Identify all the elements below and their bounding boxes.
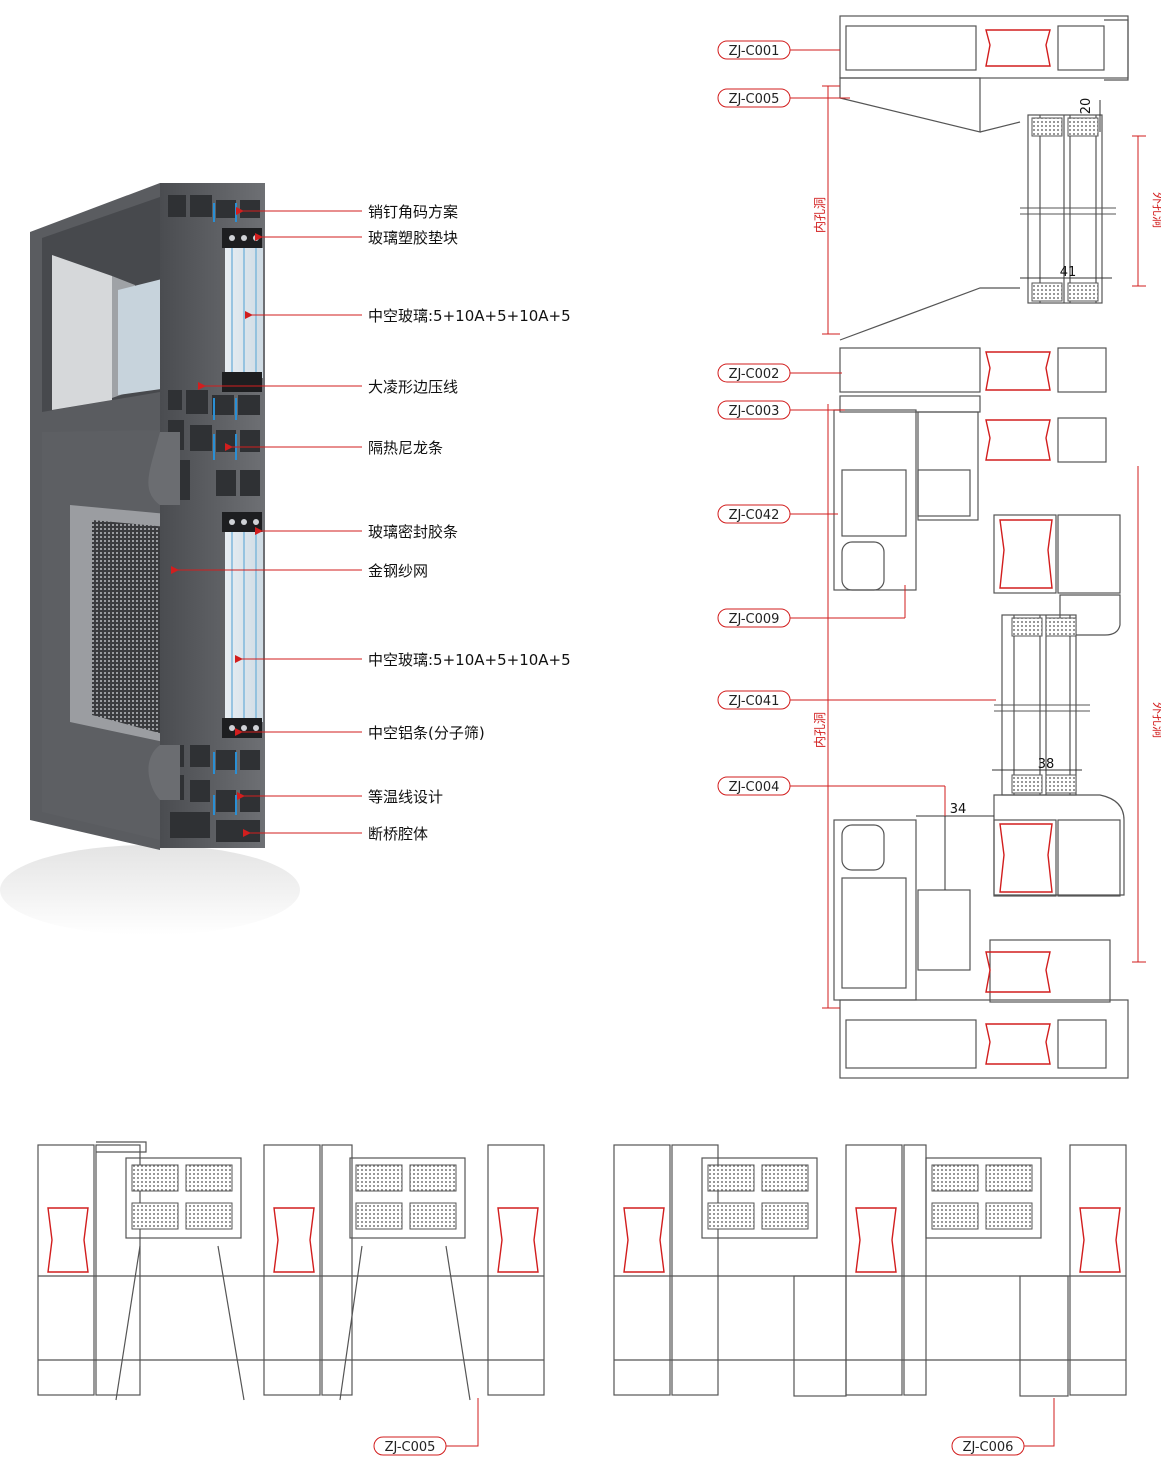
horizontal-section-right: [613, 1144, 1127, 1397]
callout-label: 玻璃塑胶垫块: [368, 229, 458, 247]
dim-20: 20: [1079, 98, 1094, 115]
dim-38: 38: [1038, 757, 1055, 772]
code-tag-label: ZJ-C041: [729, 694, 780, 709]
callout-label: 大凌形边压线: [368, 378, 458, 396]
code-tag: ZJ-C041: [717, 690, 791, 710]
thermal-break-strips: [985, 29, 1053, 1065]
glass-spacers: [1011, 117, 1099, 794]
code-tag: ZJ-C009: [717, 608, 791, 628]
dim-41: 41: [1060, 265, 1077, 280]
outer-hole-dim: 外孔洞: [1151, 192, 1161, 228]
callout-label: 中空玻璃:5+10A+5+10A+5: [368, 651, 571, 669]
outer-hole-dim: 外孔洞: [1151, 702, 1161, 738]
code-tag-label: ZJ-C042: [729, 508, 780, 523]
callout-label: 中空铝条(分子筛): [368, 724, 485, 742]
code-tag: ZJ-C042: [717, 504, 791, 524]
horizontal-section-left: [37, 1141, 545, 1401]
code-tag-label: ZJ-C009: [729, 612, 780, 627]
section-code-leaders: [790, 49, 996, 816]
code-tag: ZJ-C006: [951, 1436, 1025, 1456]
callout-leaders: [171, 207, 362, 837]
callout-label: 销钉角码方案: [368, 203, 458, 221]
code-tag-label: ZJ-C006: [963, 1440, 1014, 1455]
code-tag-label: ZJ-C005: [729, 92, 780, 107]
dim-34: 34: [950, 802, 967, 817]
inner-hole-dim: 内孔洞: [813, 712, 827, 748]
callout-label: 中空玻璃:5+10A+5+10A+5: [368, 307, 571, 325]
window-section-render: [0, 183, 300, 935]
code-tag: ZJ-C004: [717, 776, 791, 796]
bottom-glass-spacers: [131, 1164, 1033, 1230]
bottom-code-tags: ZJ-C005 ZJ-C006: [373, 1436, 1025, 1456]
bottom-code-leaders: [446, 1398, 1055, 1447]
dimension-lines: [822, 85, 1146, 1009]
callout-label: 断桥腔体: [368, 825, 428, 843]
code-tag-label: ZJ-C002: [729, 367, 780, 382]
code-tag-label: ZJ-C004: [729, 780, 780, 795]
vertical-section-drawing: [833, 15, 1129, 1079]
bottom-thermal-breaks: [47, 1207, 1121, 1273]
callout-label: 等温线设计: [368, 788, 443, 806]
callout-label: 隔热尼龙条: [368, 439, 443, 457]
code-tag-label: ZJ-C005: [385, 1440, 436, 1455]
code-tag: ZJ-C001: [717, 40, 791, 60]
code-tag: ZJ-C005: [717, 88, 791, 108]
code-tag: ZJ-C002: [717, 363, 791, 383]
callout-label: 金钢纱网: [368, 562, 428, 580]
dimension-labels: 内孔洞 内孔洞 外孔洞 外孔洞 20 41 38 34: [813, 98, 1161, 817]
callout-labels: 销钉角码方案 玻璃塑胶垫块 中空玻璃:5+10A+5+10A+5 大凌形边压线 …: [368, 203, 571, 843]
section-code-tags: ZJ-C001 ZJ-C005 ZJ-C002 ZJ-C003 ZJ-C042 …: [717, 40, 791, 796]
inner-hole-dim: 内孔洞: [813, 197, 827, 233]
code-tag: ZJ-C005: [373, 1436, 447, 1456]
code-tag-label: ZJ-C001: [729, 44, 780, 59]
code-tag: ZJ-C003: [717, 400, 791, 420]
code-tag-label: ZJ-C003: [729, 404, 780, 419]
callout-label: 玻璃密封胶条: [368, 523, 458, 541]
